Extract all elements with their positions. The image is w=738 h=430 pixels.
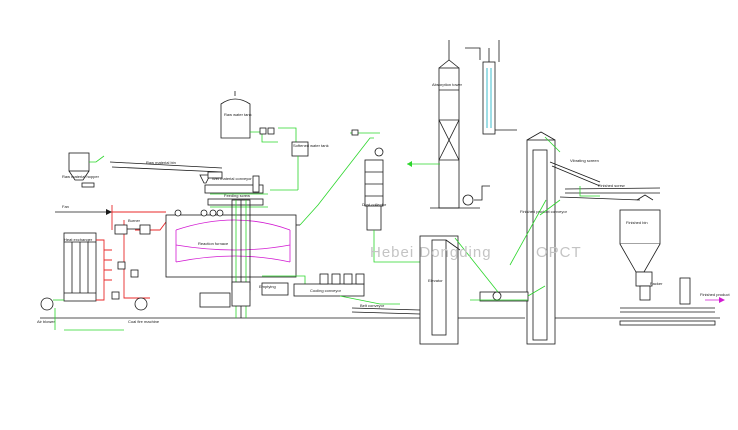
raw-material-bin (199, 171, 223, 184)
collector-out-line (527, 285, 546, 297)
wet-material-conveyor-label: Wet material conveyor (212, 176, 252, 181)
reaction-furnace: Reaction furnace (165, 214, 297, 278)
burner: Burner (114, 218, 151, 235)
tower-pump-icon (462, 194, 474, 206)
exchanger-loop-2 (104, 249, 112, 281)
coal-fire-machine-icon (134, 297, 148, 311)
packer: Packer (635, 271, 691, 305)
finished-screw-label: Finished screw (598, 183, 625, 188)
wet-material-conveyor (204, 184, 264, 194)
raw-material-conveyor: Raw material bin (109, 160, 223, 173)
feed-motor (252, 175, 260, 193)
furnace-shaft (199, 199, 251, 318)
elevator-2 (526, 131, 556, 345)
vibrating-screen: Vibrating screen (549, 158, 601, 187)
finished-bin: Finished bin (619, 194, 661, 273)
gauge-1-icon (174, 209, 182, 217)
damper-2-icon (111, 291, 120, 300)
feeding-screw (207, 198, 264, 206)
packer-label: Packer (650, 281, 663, 286)
tower-gas-arrow-icon (407, 161, 412, 167)
damper-1-icon (117, 261, 126, 270)
belt-green-line (339, 295, 400, 305)
gas-out-line (299, 137, 374, 226)
collector-feed-line (454, 237, 499, 293)
heat-exchanger-label: Heat exchanger (64, 237, 93, 242)
water-pipe (250, 131, 278, 143)
finished-bin-label: Finished bin (626, 220, 648, 225)
tower-pump-line (474, 185, 490, 201)
coal-fire-machine-label: Coal fire machine (128, 319, 160, 324)
belt-conveyor: Belt conveyor (351, 303, 421, 315)
raw-water-tank-label: Raw water tank (224, 112, 252, 117)
reaction-furnace-label: Reaction furnace (198, 241, 229, 246)
water-line (278, 127, 297, 142)
damper-3-icon (130, 269, 139, 278)
packer-conveyor (619, 320, 716, 326)
elevator-2-feed (509, 199, 547, 266)
air-blower-label: Air blower (37, 319, 55, 324)
raw-water-tank: Raw water tank (220, 91, 252, 139)
cooling-conveyor-label: Cooling conveyor (310, 288, 342, 293)
raw-material-bin-label: Raw material bin (146, 160, 176, 165)
burner-label: Burner (128, 218, 141, 223)
feeding-screw-label: Feeding screw (224, 193, 250, 198)
finished-product-conveyor: Finished product conveyor (520, 196, 641, 214)
watermark-left: Hebei Dongding (370, 244, 492, 261)
tower-top-line (465, 47, 481, 60)
elevator-1: Elevator (419, 235, 459, 345)
elevator-label: Elevator (428, 278, 443, 283)
acid-column (482, 48, 496, 135)
water-valve-icon (259, 127, 267, 135)
vibrating-screen-label: Vibrating screen (570, 158, 599, 163)
absorption-tower: Absorption tower (432, 59, 463, 209)
collector-conveyor (479, 291, 529, 302)
heat-exchanger: Heat exchanger (63, 232, 97, 302)
gas-valve-icon (351, 129, 359, 136)
softening-water-tank-label: Softened water tank (293, 143, 329, 148)
absorption-tower-label: Absorption tower (432, 82, 463, 87)
finished-screw-line (579, 186, 600, 197)
gauge-3-icon (209, 209, 217, 217)
finished-conveyor-line (539, 199, 561, 216)
cooling-conveyor: Cooling conveyor (293, 273, 365, 297)
softened-water-tank: Softened water tank (291, 141, 329, 157)
dust-collector-line (373, 230, 440, 263)
dust-collector: Dust collector (362, 147, 387, 231)
finished-product-label: Finished product (700, 292, 730, 297)
elevator-chute (445, 239, 461, 251)
hopper-feed-line (89, 155, 105, 163)
finished-screw: Finished screw (564, 183, 661, 194)
exchanger-loop (96, 239, 105, 301)
water-pump-icon (267, 127, 275, 135)
dust-collector-label: Dust collector (362, 202, 387, 207)
hopper-outlet (81, 182, 95, 188)
watermark-right: OPCT (536, 244, 582, 261)
gauge-4-icon (216, 209, 224, 217)
fan-label: Fan (62, 204, 69, 209)
gauge-2-icon (200, 209, 208, 217)
finished-product-arrow-icon (719, 297, 725, 303)
emptying-unit: Emptying (259, 282, 289, 296)
raw-material-hopper-label: Raw material hopper (62, 174, 100, 179)
belt-conveyor-label: Belt conveyor (360, 303, 385, 308)
bottom-green-line (54, 308, 124, 331)
air-inlet-arrow-icon (106, 209, 112, 215)
air-blower-icon (40, 297, 54, 311)
finished-product-conveyor-label: Finished product conveyor (520, 209, 568, 214)
elevator-2-top-line (544, 136, 561, 153)
emptying-label: Emptying (259, 284, 276, 289)
raw-material-hopper: Raw material hopper (62, 152, 100, 181)
